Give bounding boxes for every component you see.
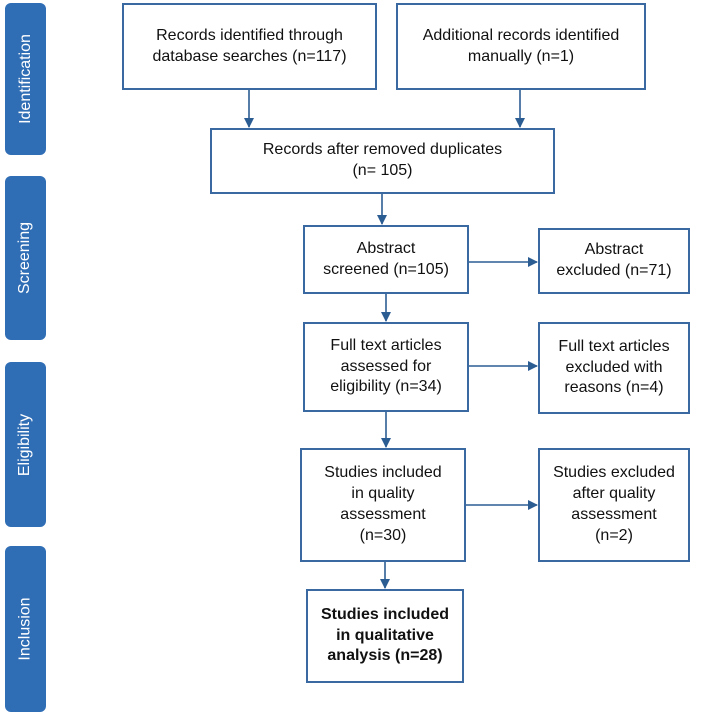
box-quality-included-text: Studies included in quality assessment (… [324,464,442,544]
box-fulltext-assessed: Full text articles assessed for eligibil… [303,322,469,412]
phase-screening-label: Screening [16,221,34,295]
phase-identification: Identification [5,3,46,155]
box-final-included-text: Studies included in qualitative analysis… [320,605,449,665]
box-quality-excluded-text: Studies excluded after quality assessmen… [553,464,675,544]
box-abstract-excluded: Abstract excluded (n=71) [538,228,690,294]
phase-eligibility-label: Eligibility [16,413,34,476]
box-database-records-text: Records identified through database sear… [152,26,347,65]
box-abstract-excluded-text: Abstract excluded (n=71) [556,241,672,279]
phase-inclusion: Inclusion [5,546,46,712]
box-manual-records: Additional records identified manually (… [396,3,646,90]
box-final-included: Studies included in qualitative analysis… [306,589,464,683]
box-database-records: Records identified through database sear… [122,3,377,90]
box-manual-records-text: Additional records identified manually (… [422,26,620,65]
box-after-duplicates: Records after removed duplicates (n= 105… [210,128,555,194]
box-fulltext-excluded: Full text articles excluded with reasons… [538,322,690,414]
box-quality-included: Studies included in quality assessment (… [300,448,466,562]
phase-inclusion-label: Inclusion [16,597,34,661]
phase-eligibility: Eligibility [5,362,46,527]
phase-screening: Screening [5,176,46,340]
box-fulltext-assessed-text: Full text articles assessed for eligibil… [330,336,442,396]
phase-identification-label: Identification [16,34,34,124]
box-quality-excluded: Studies excluded after quality assessmen… [538,448,690,562]
box-abstract-screened: Abstract screened (n=105) [303,225,469,294]
box-after-duplicates-text: Records after removed duplicates (n= 105… [262,141,503,179]
box-fulltext-excluded-text: Full text articles excluded with reasons… [558,337,670,397]
box-abstract-screened-text: Abstract screened (n=105) [323,239,449,278]
